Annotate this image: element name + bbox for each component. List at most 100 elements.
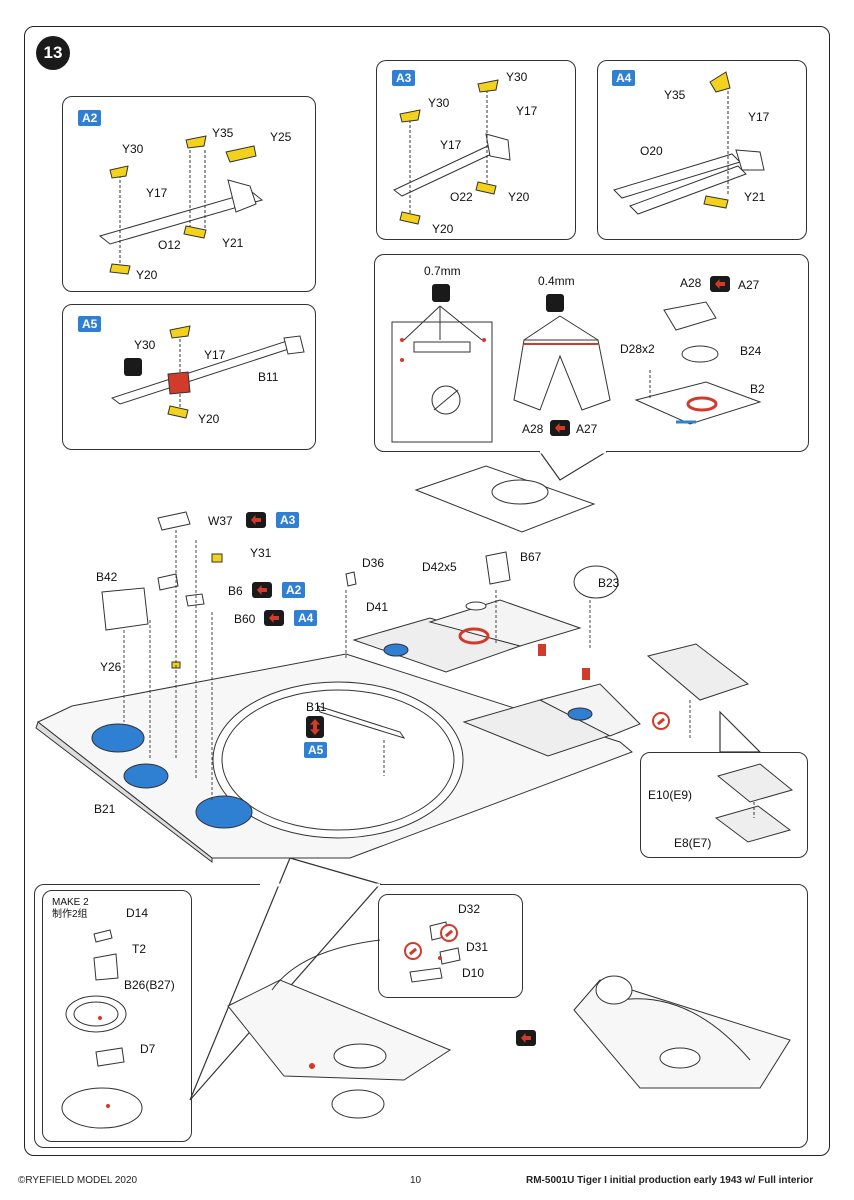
label-d31: D31 xyxy=(466,940,489,954)
plates-inset-drawing xyxy=(714,763,794,843)
ref-a2: A2 xyxy=(282,582,306,598)
label-e8: E8(E7) xyxy=(674,836,712,850)
label-d41: D41 xyxy=(366,600,389,614)
label-detail-b2: B2 xyxy=(750,382,765,396)
flip-icon-b11 xyxy=(306,716,324,738)
blade-icon xyxy=(546,294,564,312)
label-b23: B23 xyxy=(598,576,620,590)
detail-plate-drawing xyxy=(391,305,493,443)
badge-a4: A4 xyxy=(612,70,636,86)
label-a3-y30-a: Y30 xyxy=(506,70,528,84)
label-a2-y25: Y25 xyxy=(270,130,292,144)
assembly-guide-lines xyxy=(123,530,691,800)
label-detail-a28-bottom: A28 xyxy=(522,422,544,436)
label-a2-y30: Y30 xyxy=(122,142,144,156)
rear-deck-detail xyxy=(414,465,619,599)
label-a3-y17-a: Y17 xyxy=(516,104,538,118)
a5-gun-assembly xyxy=(110,325,305,419)
ref-a5: A5 xyxy=(304,742,328,758)
label-a3-y30-b: Y30 xyxy=(428,96,450,110)
label-thickness-04: 0.4mm xyxy=(538,274,575,288)
main-small-parts xyxy=(101,511,511,739)
label-a5-y17: Y17 xyxy=(204,348,226,362)
engine-deck-grilles xyxy=(352,599,641,757)
label-thickness-07: 0.7mm xyxy=(424,264,461,278)
label-a4-y35: Y35 xyxy=(664,88,686,102)
step-number-badge: 13 xyxy=(36,36,70,70)
label-a2-y21: Y21 xyxy=(222,236,244,250)
label-a3-y17-b: Y17 xyxy=(440,138,462,152)
label-a3-y20-b: Y20 xyxy=(432,222,454,236)
no-glue-icon-hatch-b xyxy=(440,924,458,942)
label-make2-cn: 制作2组 xyxy=(52,909,88,920)
label-a4-o20: O20 xyxy=(640,144,663,158)
reverse-side-icon-w37 xyxy=(246,512,266,528)
plates-callout-pointer xyxy=(719,710,762,753)
hull-section-bottom-left xyxy=(227,939,452,1119)
detail-frame-drawing xyxy=(513,315,611,411)
reverse-side-icon-bottom xyxy=(516,1030,536,1046)
label-a4-y17: Y17 xyxy=(748,110,770,124)
label-a3-o22: O22 xyxy=(450,190,473,204)
a2-gun-assembly xyxy=(98,135,264,275)
hull-section-bottom-right xyxy=(573,975,791,1089)
label-a2-y20: Y20 xyxy=(136,268,158,282)
label-d36: D36 xyxy=(362,556,385,570)
label-b67: B67 xyxy=(520,550,542,564)
footer-kit-title: RM-5001U Tiger I initial production earl… xyxy=(526,1175,814,1186)
footer-page-number: 10 xyxy=(410,1175,422,1186)
no-glue-icon-hatch-a xyxy=(404,942,422,960)
knife-icon xyxy=(124,358,142,376)
label-d42: D42x5 xyxy=(422,560,457,574)
badge-a3: A3 xyxy=(392,70,416,86)
reverse-side-icon-b60 xyxy=(264,610,284,626)
label-y26: Y26 xyxy=(100,660,122,674)
reverse-side-icon-b6 xyxy=(252,582,272,598)
footer-copyright: ©RYEFIELD MODEL 2020 xyxy=(18,1175,138,1186)
label-d10: D10 xyxy=(462,966,485,980)
panel-hatch-detail xyxy=(378,894,523,998)
label-detail-a27-top: A27 xyxy=(738,278,760,292)
detail-hatch-drawing xyxy=(634,301,762,425)
label-detail-b24: B24 xyxy=(740,344,762,358)
a3-gun-assembly xyxy=(393,79,511,225)
label-a5-y30: Y30 xyxy=(134,338,156,352)
badge-a2: A2 xyxy=(78,110,102,126)
label-detail-a28-top: A28 xyxy=(680,276,702,290)
label-detail-d28: D28x2 xyxy=(620,342,655,356)
label-a2-y17: Y17 xyxy=(146,186,168,200)
label-a5-b11: B11 xyxy=(258,370,279,384)
label-b26: B26(B27) xyxy=(124,978,175,992)
label-a2-o12: O12 xyxy=(158,238,181,252)
label-b6: B6 xyxy=(228,584,243,598)
label-e10: E10(E9) xyxy=(648,788,693,802)
loose-grille-plate xyxy=(646,643,750,701)
detail-callout-pointer xyxy=(538,451,609,481)
panel-a3 xyxy=(376,60,576,240)
ref-a3: A3 xyxy=(276,512,300,528)
make2-hatch-drawing xyxy=(61,929,143,1129)
hull-roof-plate xyxy=(35,653,633,864)
a4-gun-assembly xyxy=(613,71,765,215)
label-y31: Y31 xyxy=(250,546,272,560)
panel-a4 xyxy=(597,60,807,240)
panel-a2 xyxy=(62,96,316,292)
label-b60: B60 xyxy=(234,612,256,626)
label-a2-y35: Y35 xyxy=(212,126,234,140)
label-a4-y21: Y21 xyxy=(744,190,766,204)
label-a3-y20-a: Y20 xyxy=(508,190,530,204)
step-frame xyxy=(24,26,830,1156)
reverse-side-icon-2 xyxy=(550,420,570,436)
label-b11: B11 xyxy=(306,700,327,714)
reverse-side-icon xyxy=(710,276,730,292)
label-a5-y20: Y20 xyxy=(198,412,220,426)
label-d7: D7 xyxy=(140,1042,156,1056)
label-w37: W37 xyxy=(208,514,233,528)
label-make2-en: MAKE 2 xyxy=(52,897,89,908)
label-d32: D32 xyxy=(458,902,481,916)
badge-a5: A5 xyxy=(78,316,102,332)
label-b21: B21 xyxy=(94,802,116,816)
label-d14: D14 xyxy=(126,906,149,920)
